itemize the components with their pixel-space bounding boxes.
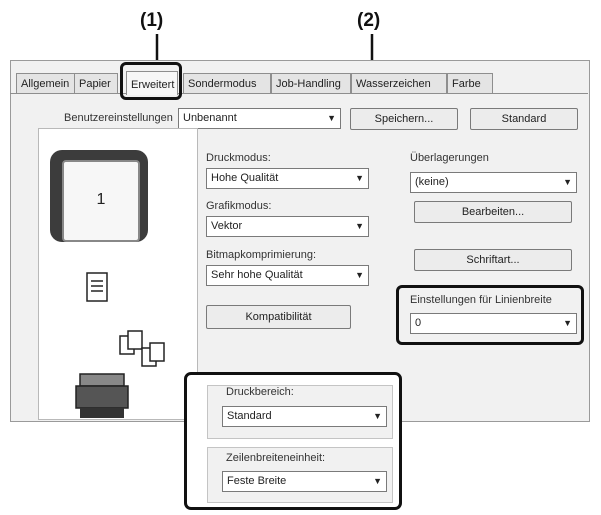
line-width-label: Einstellungen für Linienbreite (410, 294, 552, 306)
callout-2-label: (2) (357, 10, 381, 31)
bitmap-compression-label: Bitmapkomprimierung: (206, 249, 317, 261)
line-width-unit-select[interactable]: Feste Breite ▼ (222, 471, 387, 492)
tab-color[interactable]: Farbe (447, 73, 493, 93)
chevron-down-icon: ▼ (327, 113, 336, 123)
user-settings-value: Unbenannt (183, 112, 237, 124)
collate-pages-icon (119, 330, 165, 367)
overlays-value: (keine) (415, 176, 449, 188)
overlays-label: Überlagerungen (410, 152, 489, 164)
callout-1-label: (1) (140, 10, 164, 31)
tab-special-mode[interactable]: Sondermodus (183, 73, 271, 93)
tab-paper[interactable]: Papier (74, 73, 118, 93)
print-mode-value: Hohe Qualität (211, 172, 279, 184)
print-area-label: Druckbereich: (226, 386, 294, 398)
tab-advanced[interactable]: Erweitert (126, 71, 178, 95)
bitmap-compression-value: Sehr hohe Qualität (211, 269, 303, 281)
tab-general[interactable]: Allgemein (16, 73, 75, 93)
chevron-down-icon: ▼ (373, 411, 382, 421)
chevron-down-icon: ▼ (563, 318, 572, 328)
compatibility-button[interactable]: Kompatibilität (206, 305, 351, 329)
line-width-value: 0 (415, 317, 422, 329)
tab-divider (10, 93, 588, 94)
graphics-mode-label: Grafikmodus: (206, 200, 272, 212)
chevron-down-icon: ▼ (373, 476, 382, 486)
user-settings-label: Benutzereinstellungen (64, 112, 173, 124)
printer-icon (75, 373, 129, 418)
bitmap-compression-select[interactable]: Sehr hohe Qualität ▼ (206, 265, 369, 286)
print-mode-label: Druckmodus: (206, 152, 271, 164)
save-button[interactable]: Speichern... (350, 108, 458, 130)
edit-overlay-button[interactable]: Bearbeiten... (414, 201, 572, 223)
chevron-down-icon: ▼ (355, 173, 364, 183)
callout-1-highlight (120, 62, 182, 100)
chevron-down-icon: ▼ (563, 177, 572, 187)
font-button[interactable]: Schriftart... (414, 249, 572, 271)
print-mode-select[interactable]: Hohe Qualität ▼ (206, 168, 369, 189)
line-width-select[interactable]: 0 ▼ (410, 313, 577, 334)
print-area-select[interactable]: Standard ▼ (222, 406, 387, 427)
graphics-mode-value: Vektor (211, 220, 243, 232)
print-area-value: Standard (227, 410, 272, 422)
overlays-select[interactable]: (keine) ▼ (410, 172, 577, 193)
page-preview: 1 (62, 160, 140, 242)
user-settings-select[interactable]: Unbenannt ▼ (178, 108, 341, 129)
chevron-down-icon: ▼ (355, 270, 364, 280)
document-icon (86, 272, 108, 302)
graphics-mode-select[interactable]: Vektor ▼ (206, 216, 369, 237)
tab-job-handling[interactable]: Job-Handling (271, 73, 351, 93)
default-button[interactable]: Standard (470, 108, 578, 130)
tab-watermark[interactable]: Wasserzeichen (351, 73, 447, 93)
callout-2-highlight (396, 285, 584, 345)
line-width-unit-label: Zeilenbreiteneinheit: (226, 452, 326, 464)
chevron-down-icon: ▼ (355, 221, 364, 231)
line-width-unit-value: Feste Breite (227, 475, 287, 487)
